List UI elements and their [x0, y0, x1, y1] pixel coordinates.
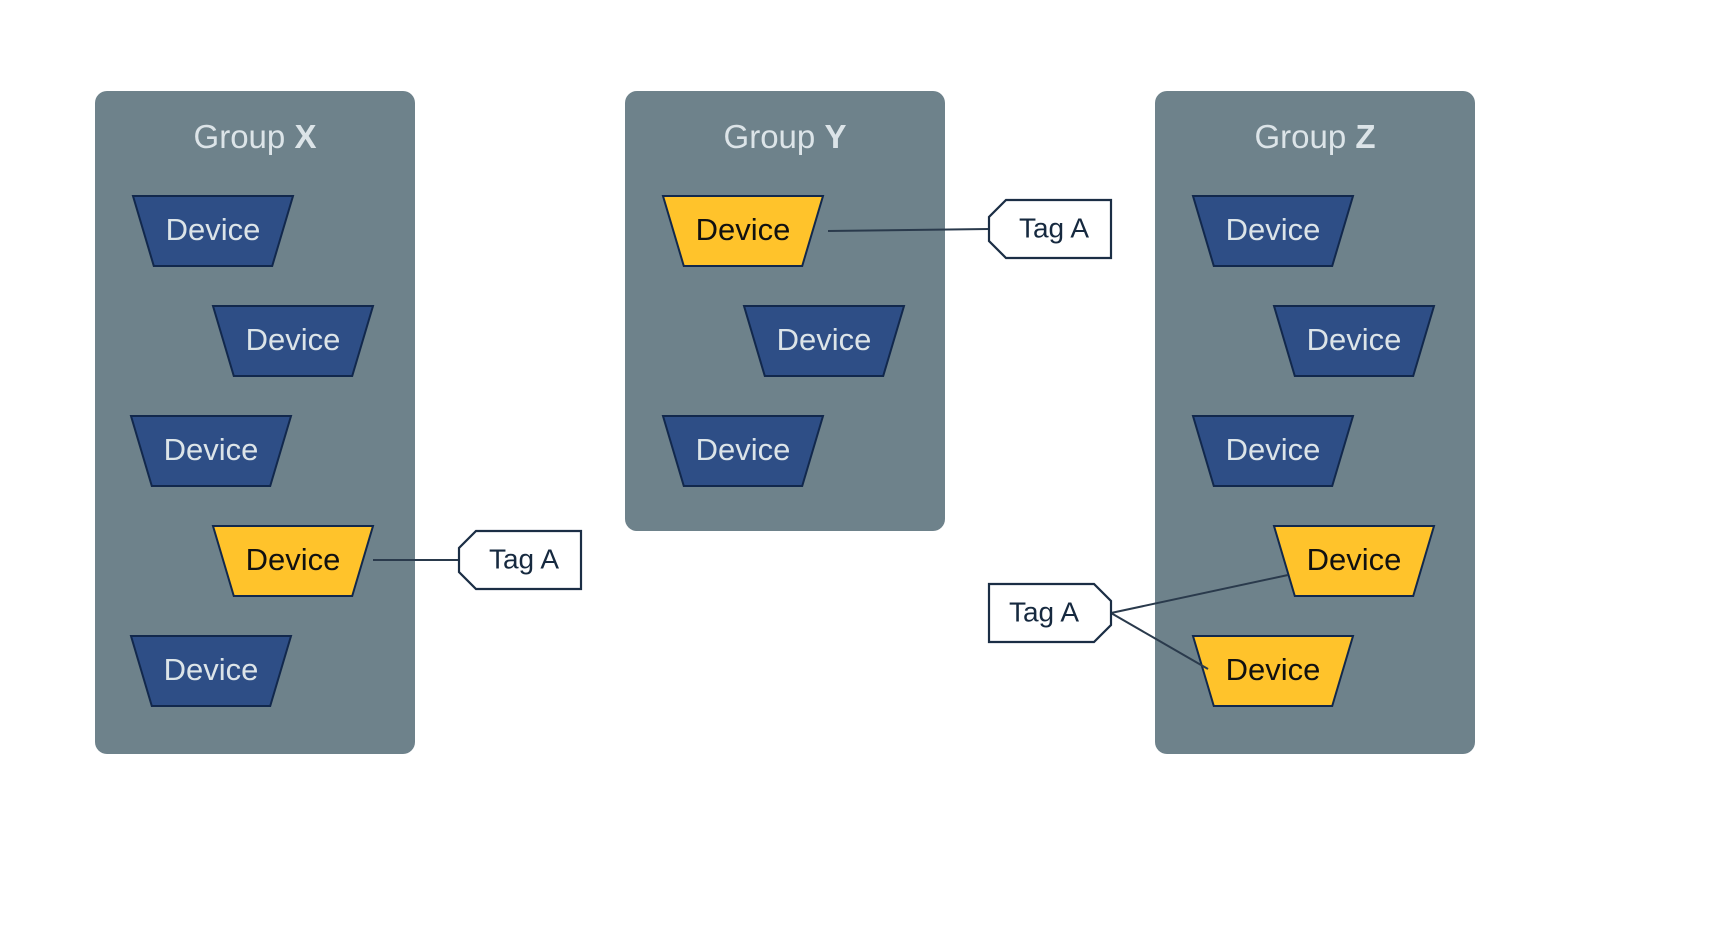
device-x-5[interactable]: [129, 635, 293, 707]
tag-x-label: Tag A: [489, 543, 559, 574]
group-z-title: Group Z: [1254, 118, 1375, 155]
device-x-5-label: Device: [164, 652, 259, 687]
device-y-3-label: Device: [696, 432, 791, 467]
connector-z-1: [1110, 574, 1289, 614]
device-z-5-label: Device: [1226, 652, 1321, 687]
device-x-3[interactable]: [129, 415, 293, 487]
tag-y[interactable]: Tag A: [987, 198, 1113, 260]
group-x-title: Group X: [194, 118, 317, 155]
device-z-1-label: Device: [1226, 212, 1321, 247]
groups-layer: Group XDeviceDeviceDeviceDeviceDeviceGro…: [95, 91, 1475, 754]
device-x-4-label: Device: [246, 542, 341, 577]
tag-y-shape[interactable]: [987, 198, 1113, 260]
device-y-3[interactable]: [661, 415, 825, 487]
device-y-1-label: Device: [696, 212, 791, 247]
connector-y-1: [827, 228, 990, 232]
tag-y-label: Tag A: [1019, 212, 1089, 243]
tag-z-shape[interactable]: [987, 582, 1113, 644]
tag-x-shape[interactable]: [457, 529, 583, 591]
tag-z[interactable]: Tag A: [987, 582, 1113, 644]
connector-z-2: [1110, 612, 1209, 670]
device-x-3-label: Device: [164, 432, 259, 467]
connectors-layer: [373, 228, 1289, 670]
device-x-1-label: Device: [166, 212, 261, 247]
tag-x[interactable]: Tag A: [457, 529, 583, 591]
device-z-4-label: Device: [1307, 542, 1402, 577]
device-x-1[interactable]: [131, 195, 295, 267]
device-z-5[interactable]: [1191, 635, 1355, 707]
device-y-1[interactable]: [661, 195, 825, 267]
device-z-4[interactable]: [1272, 525, 1436, 597]
device-z-3[interactable]: [1191, 415, 1355, 487]
device-x-2[interactable]: [211, 305, 375, 377]
tags-layer: Tag A Tag A Tag A: [457, 198, 1113, 644]
device-x-2-label: Device: [246, 322, 341, 357]
tag-z-label: Tag A: [1009, 596, 1079, 627]
device-y-2[interactable]: [742, 305, 906, 377]
group-y-title: Group Y: [724, 118, 847, 155]
device-x-4[interactable]: [211, 525, 375, 597]
device-z-3-label: Device: [1226, 432, 1321, 467]
device-z-1[interactable]: [1191, 195, 1355, 267]
device-z-2[interactable]: [1272, 305, 1436, 377]
device-z-2-label: Device: [1307, 322, 1402, 357]
device-y-2-label: Device: [777, 322, 872, 357]
